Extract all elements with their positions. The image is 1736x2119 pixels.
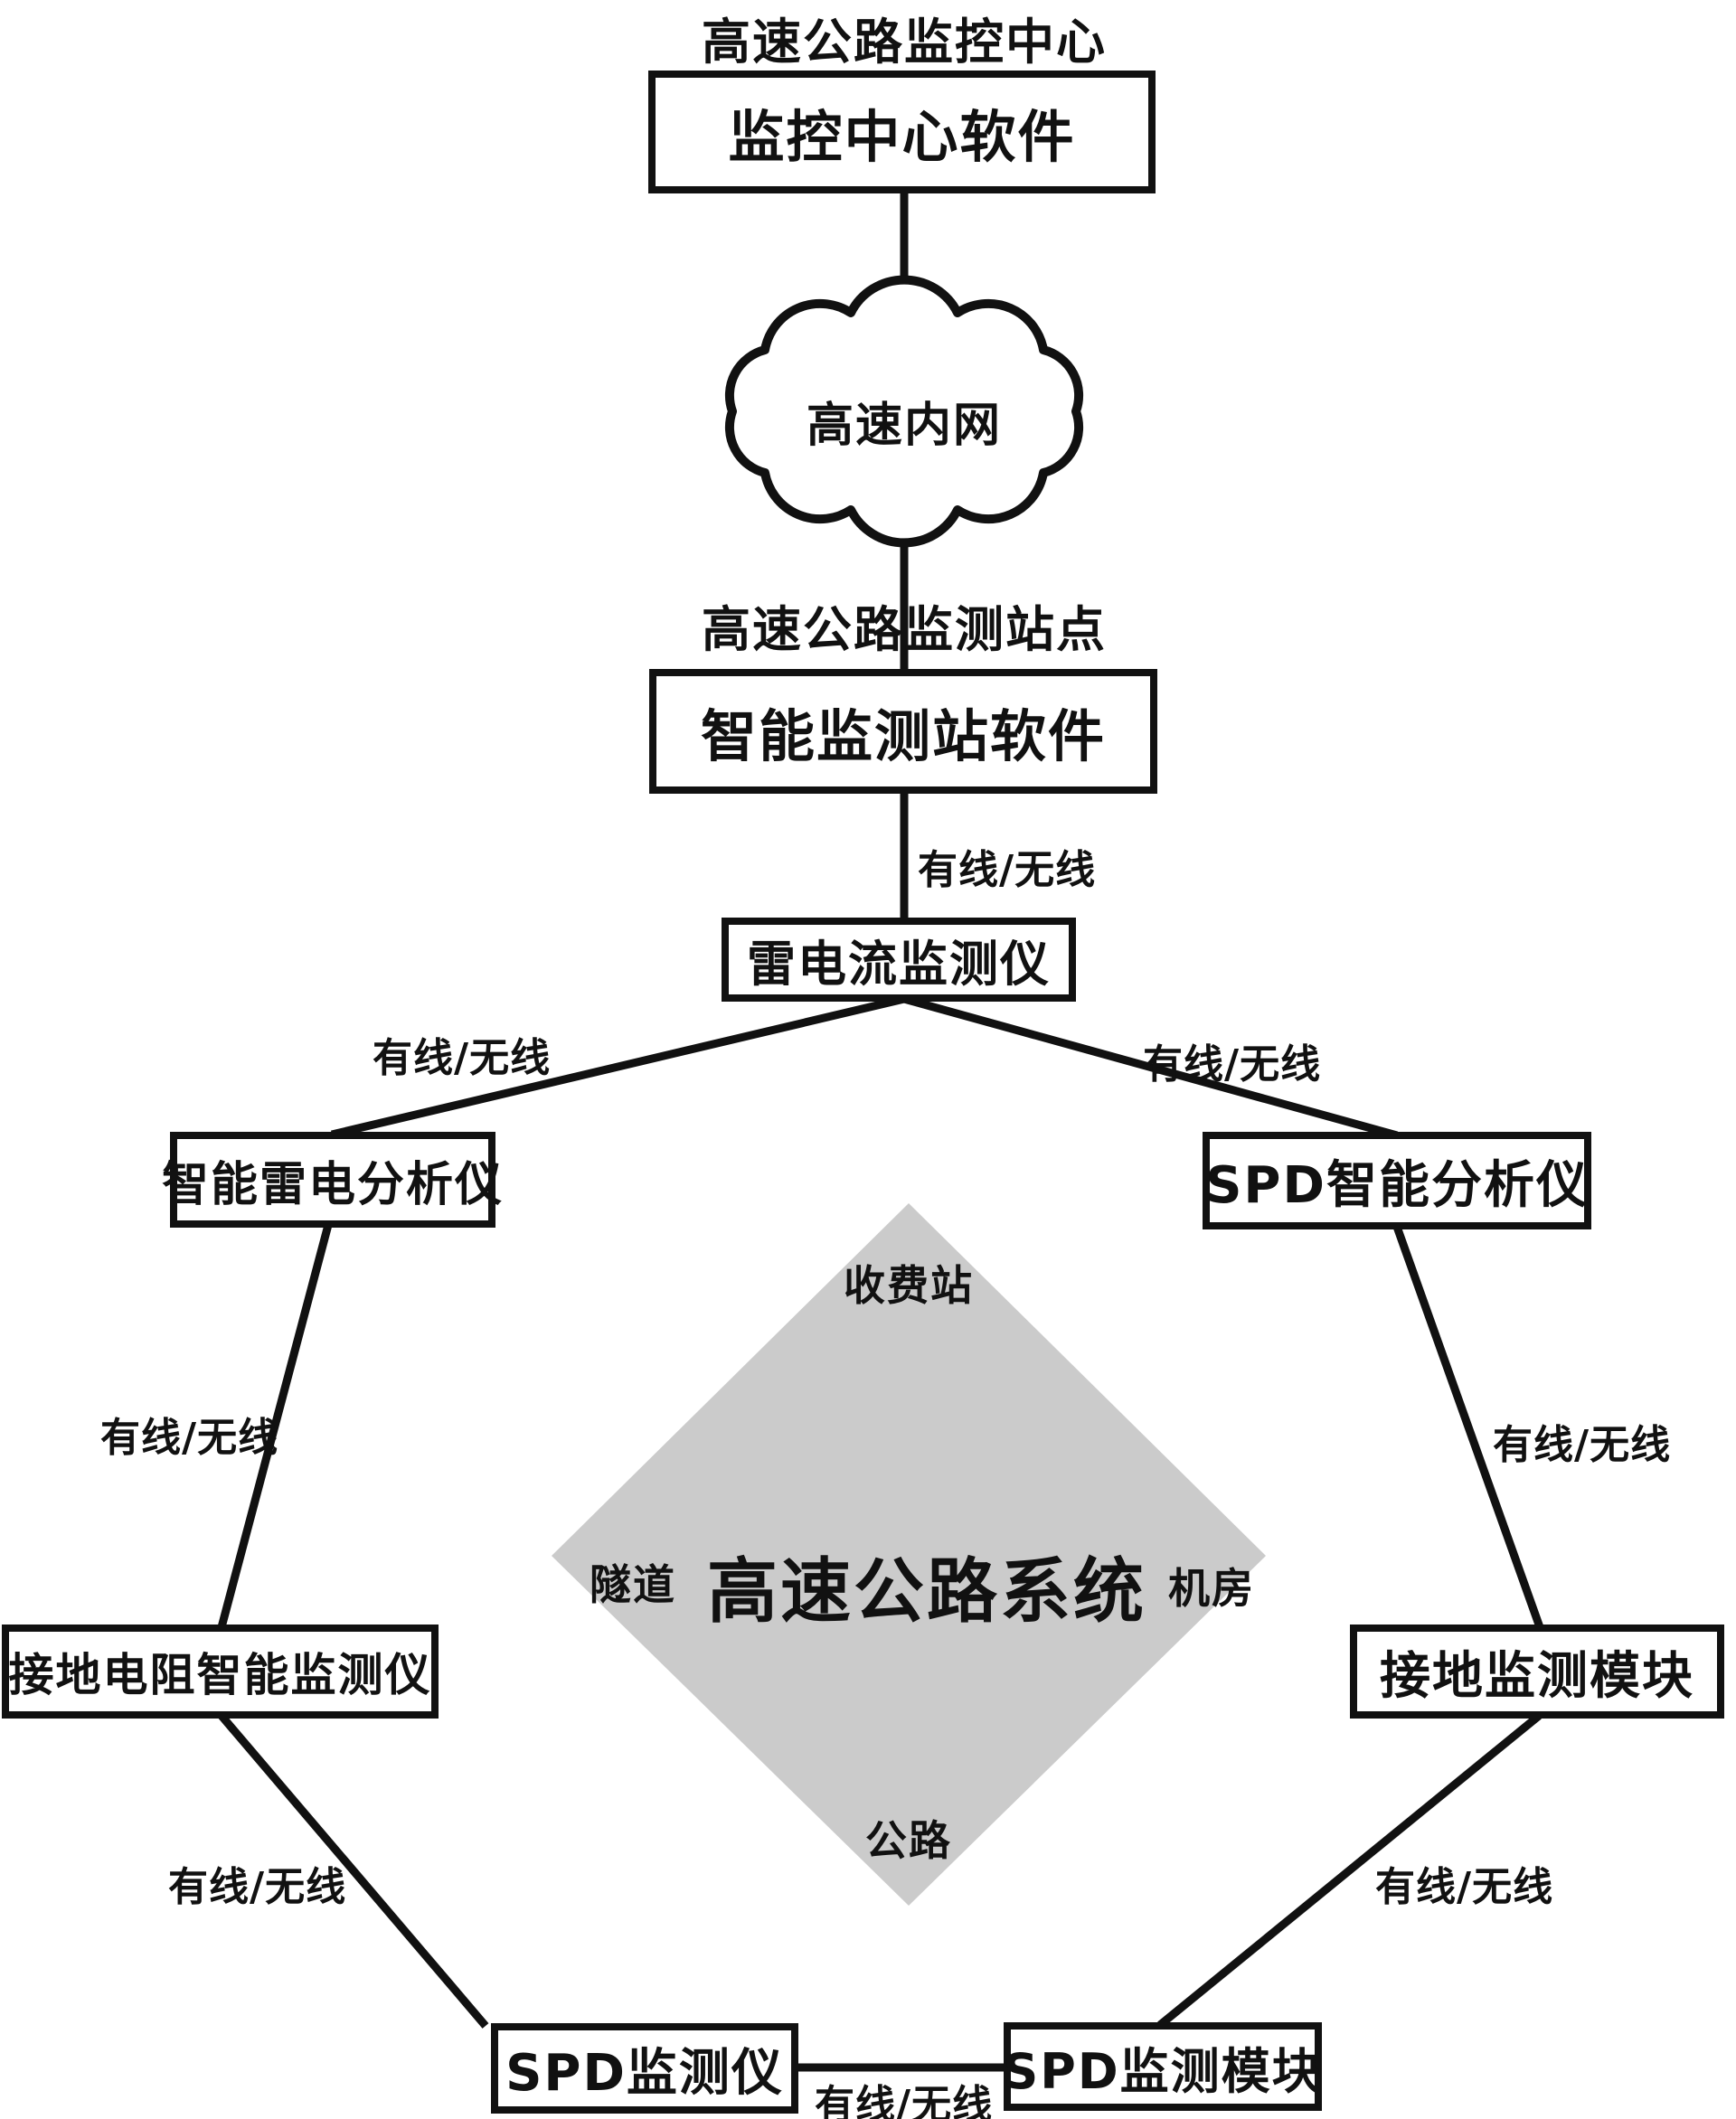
diamond-label-toll-station: 收费站 <box>844 1261 974 1310</box>
link-label-wired-wireless: 有线/无线 <box>1375 1864 1554 1910</box>
connector-line <box>218 1713 489 2029</box>
connector-line <box>330 994 906 1139</box>
diamond-label-tunnel: 隧道 <box>590 1560 676 1609</box>
connector-line <box>1392 1225 1544 1629</box>
spd-analyzer-box: SPD智能分析仪 <box>1203 1132 1591 1229</box>
link-label-wired-wireless: 有线/无线 <box>373 1035 552 1081</box>
link-label-wired-wireless: 有线/无线 <box>1143 1041 1322 1088</box>
diamond-label-machine-room: 机房 <box>1168 1564 1255 1613</box>
spd-monitor-box: SPD监测仪 <box>491 2023 798 2114</box>
link-label-wired-wireless: 有线/无线 <box>168 1864 347 1910</box>
intranet-cloud-shape <box>724 275 1084 548</box>
diamond-label-road: 公路 <box>865 1816 952 1865</box>
intranet-cloud-label: 高速内网 <box>806 399 1002 453</box>
link-label-wired-wireless: 有线/无线 <box>918 847 1097 893</box>
ground-monitor-module-box: 接地监测模块 <box>1350 1625 1724 1719</box>
lightning-current-monitor-box: 雷电流监测仪 <box>722 918 1076 1002</box>
connector-line <box>217 1223 333 1629</box>
station-software-box: 智能监测站软件 <box>649 669 1157 794</box>
highway-system-title: 高速公路系统 <box>706 1551 1146 1633</box>
ground-resistance-monitor-box: 接地电阻智能监测仪 <box>2 1625 439 1719</box>
connector-line <box>902 994 1399 1140</box>
highway-system-diamond <box>552 1203 1266 1906</box>
link-label-wired-wireless: 有线/无线 <box>1493 1422 1672 1468</box>
monitoring-station-title: 高速公路监测站点 <box>702 601 1107 658</box>
lightning-analyzer-box: 智能雷电分析仪 <box>162 1132 502 1228</box>
spd-monitor-module-box: SPD监测模块 <box>1003 2022 1322 2111</box>
connector-line <box>1157 1712 1542 2029</box>
monitoring-center-title: 高速公路监控中心 <box>702 14 1107 71</box>
link-label-wired-wireless: 有线/无线 <box>100 1415 279 1461</box>
monitoring-center-software-box: 监控中心软件 <box>648 71 1156 193</box>
link-label-wired-wireless: 有线/无线 <box>815 2082 994 2119</box>
